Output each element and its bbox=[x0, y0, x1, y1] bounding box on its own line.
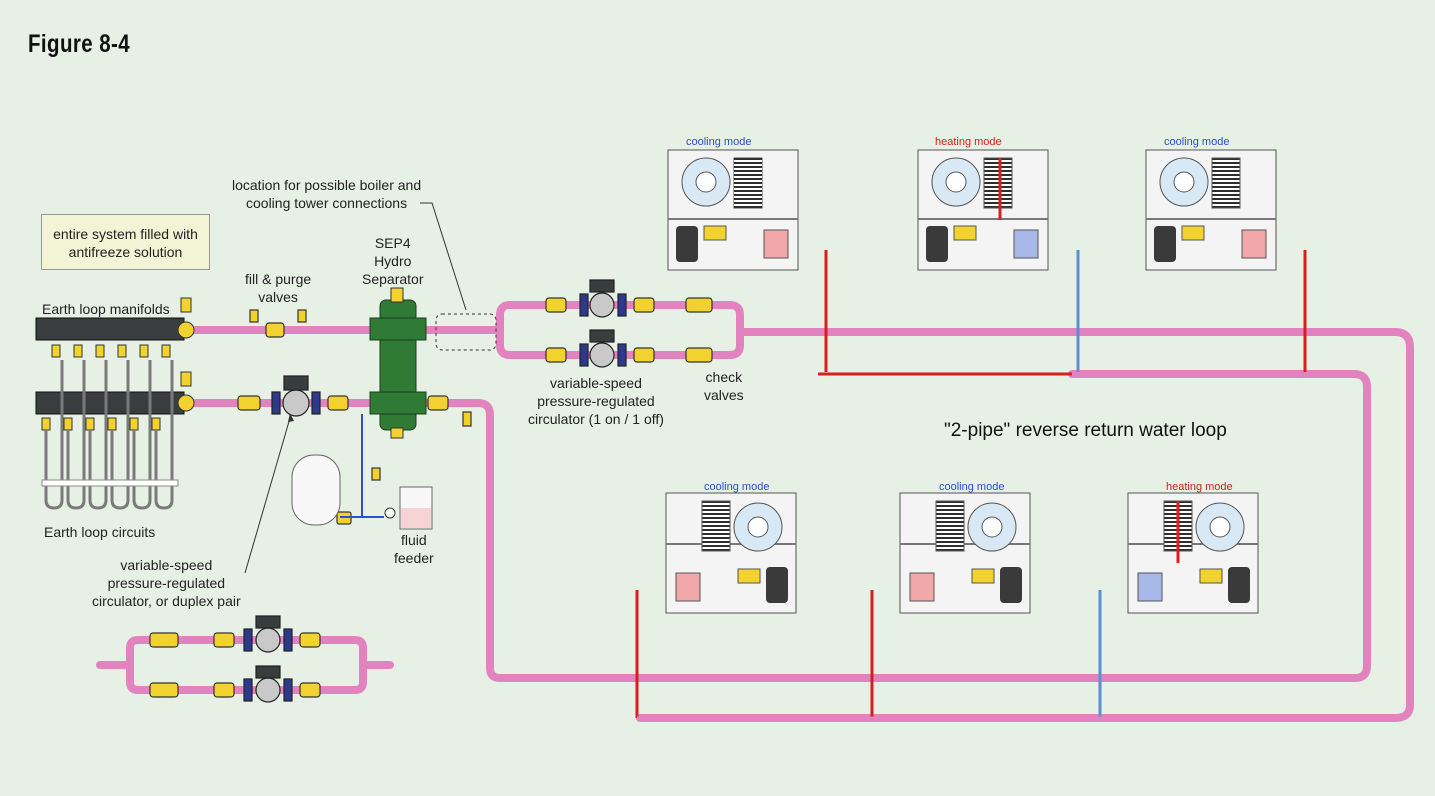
earth-manifolds bbox=[35, 297, 195, 510]
vs-circulator-label: variable-speed pressure-regulated circul… bbox=[528, 374, 664, 428]
fluid-feeder-line-2: feeder bbox=[394, 550, 434, 566]
mode-label: cooling mode bbox=[939, 481, 1004, 493]
check-valves-line-1: check bbox=[705, 369, 743, 385]
mode-label: cooling mode bbox=[1164, 136, 1229, 148]
duplex-circulator-line-1: variable-speed bbox=[120, 557, 213, 573]
earth-loop-manifolds-label: Earth loop manifolds bbox=[42, 301, 170, 317]
figure-title: Figure 8-4 bbox=[28, 30, 131, 58]
boiler-location-label: location for possible boiler and cooling… bbox=[232, 176, 421, 212]
mode-label: cooling mode bbox=[704, 481, 769, 493]
sep4-label: SEP4 Hydro Separator bbox=[362, 234, 423, 288]
duplex-circulator-line-2: pressure-regulated bbox=[107, 575, 226, 591]
circulators bbox=[243, 279, 627, 703]
circulator-leader-line bbox=[244, 417, 291, 574]
duplex-circulator-label: variable-speed pressure-regulated circul… bbox=[92, 556, 241, 610]
hydro-separator bbox=[369, 287, 427, 439]
duplex-pipe bbox=[96, 636, 394, 694]
mode-label: heating mode bbox=[1166, 481, 1233, 493]
antifreeze-note: entire system filled with antifreeze sol… bbox=[41, 214, 210, 270]
fill-purge-line-1: fill & purge bbox=[245, 271, 312, 287]
vs-circulator-line-1: variable-speed bbox=[550, 375, 642, 391]
boiler-connection-box bbox=[435, 313, 497, 351]
sep4-line-2: Hydro bbox=[374, 253, 412, 269]
supply-main-pipe bbox=[636, 328, 1414, 722]
fluid-feeder-line-1: fluid bbox=[401, 532, 427, 548]
sep4-line-1: SEP4 bbox=[374, 235, 411, 251]
loop-title: "2-pipe" reverse return water loop bbox=[944, 420, 1227, 441]
mode-label: cooling mode bbox=[686, 136, 751, 148]
earth-loop-circuits-label: Earth loop circuits bbox=[44, 524, 156, 540]
valves bbox=[149, 297, 713, 698]
mode-labels: cooling mode heating mode cooling mode c… bbox=[686, 136, 1233, 493]
fill-purge-line-2: valves bbox=[258, 289, 298, 305]
fluid-feeder-label: fluid feeder bbox=[394, 531, 434, 567]
note-line-1: entire system filled with bbox=[53, 226, 198, 242]
check-valves-line-2: valves bbox=[704, 387, 744, 403]
boiler-location-line-2: cooling tower connections bbox=[246, 195, 408, 211]
heat-pump-units bbox=[665, 149, 1277, 614]
expansion-tank bbox=[291, 414, 384, 526]
check-valves-label: check valves bbox=[704, 368, 744, 404]
vs-circulator-line-3: circulator (1 on / 1 off) bbox=[528, 411, 664, 427]
mode-label: heating mode bbox=[935, 136, 1002, 148]
branch-pipes bbox=[635, 250, 1307, 720]
fill-purge-label: fill & purge valves bbox=[245, 270, 311, 306]
return-outlet-pipe bbox=[411, 370, 1371, 682]
note-line-2: antifreeze solution bbox=[68, 244, 183, 260]
fluid-feeder bbox=[384, 486, 433, 530]
boiler-leader-line bbox=[420, 202, 467, 311]
duplex-circulator-line-3: circulator, or duplex pair bbox=[92, 593, 241, 609]
boiler-location-line-1: location for possible boiler and bbox=[232, 177, 422, 193]
sep4-line-3: Separator bbox=[362, 271, 424, 287]
vs-circulator-line-2: pressure-regulated bbox=[537, 393, 655, 409]
